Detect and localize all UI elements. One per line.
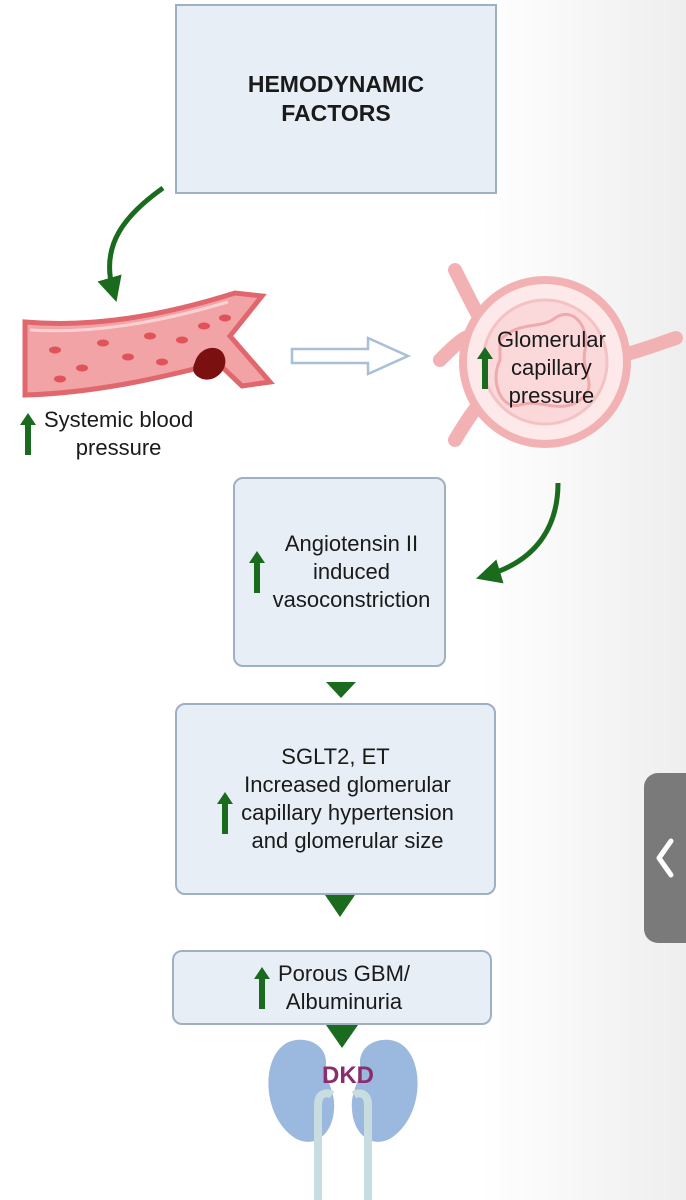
sglt2-line2: Increased glomerular [244, 772, 451, 797]
angiotensin-line2: induced [312, 559, 391, 584]
sglt2-box: SGLT2, ET Increased glomerular capillary… [175, 703, 496, 895]
systemic-blood-pressure-label: Systemic blood pressure [20, 404, 230, 464]
glomerular-line3: pressure [508, 383, 595, 408]
angiotensin-box: Angiotensin II induced vasoconstriction [233, 477, 446, 667]
glomerular-pressure-label: Glomerular capillary pressure [477, 320, 627, 416]
curved-arrow-glomerulus-to-angiotensin [476, 482, 561, 584]
dkd-label: DKD [322, 1062, 374, 1089]
hemodynamic-factors-line2: FACTORS [281, 100, 391, 126]
glomerular-line1: Glomerular [497, 327, 606, 352]
up-arrow-icon [477, 347, 493, 389]
systemic-line2: pressure [75, 435, 162, 460]
porous-gbm-box: Porous GBM/ Albuminuria [172, 950, 492, 1025]
blood-vessel-icon [22, 290, 275, 398]
kidney-icon [268, 1039, 418, 1200]
angiotensin-line1: Angiotensin II [284, 531, 419, 556]
up-arrow-icon [217, 792, 234, 834]
chevron-left-icon [656, 838, 674, 878]
angiotensin-line3: vasoconstriction [272, 587, 431, 612]
sglt2-line4: and glomerular size [251, 828, 444, 853]
glomerular-line2: capillary [511, 355, 592, 380]
down-arrow-1 [326, 682, 356, 698]
systemic-line1: Systemic blood [44, 407, 194, 432]
hemodynamic-factors-line1: HEMODYNAMIC [247, 71, 425, 97]
down-arrow-2 [325, 895, 355, 917]
sglt2-line3: capillary hypertension [241, 800, 454, 825]
glomerulus-icon [433, 263, 683, 448]
blood-clot-icon [193, 347, 226, 380]
hemodynamic-factors-box: HEMODYNAMIC FACTORS [175, 4, 497, 194]
sglt2-line1: SGLT2, ET [281, 744, 390, 769]
up-arrow-icon [253, 966, 270, 1009]
side-back-tab[interactable] [644, 773, 686, 943]
gbm-line1: Porous GBM/ [277, 960, 411, 986]
up-arrow-icon [248, 551, 265, 593]
curved-arrow-factors-to-vessel [97, 185, 165, 303]
hollow-arrow-vessel-to-glomerulus [290, 336, 412, 376]
gbm-line2: Albuminuria [285, 988, 403, 1014]
up-arrow-icon [20, 413, 36, 455]
down-arrow-3 [326, 1025, 358, 1048]
